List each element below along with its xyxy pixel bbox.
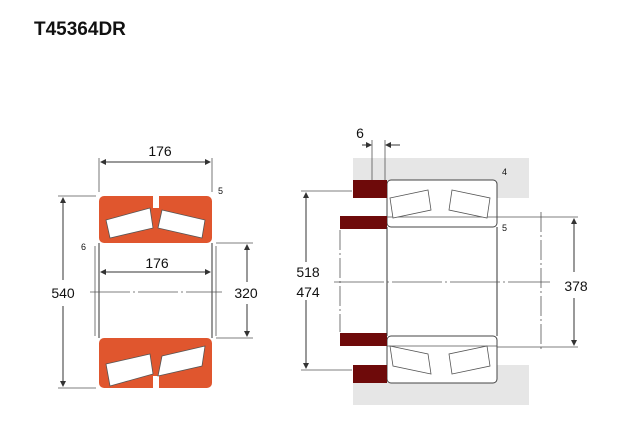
roller <box>157 345 206 377</box>
dim-outer-diameter: 540 <box>51 285 75 301</box>
label-4: 4 <box>502 167 507 177</box>
dim-shaft-diameter: 378 <box>564 278 588 294</box>
dim-housing-diameter-1: 518 <box>296 264 320 280</box>
dim-width-inner: 176 <box>145 255 169 271</box>
right-bearing-assembly <box>334 158 550 405</box>
roller <box>105 353 154 387</box>
dim-bore-diameter: 320 <box>234 285 258 301</box>
inner-spacer-top <box>340 216 387 229</box>
bearing-top <box>386 179 498 228</box>
dim-width-top: 176 <box>148 143 172 159</box>
outer-spacer-top <box>353 180 387 198</box>
label-5: 5 <box>218 186 223 196</box>
label-5-right: 5 <box>502 223 507 233</box>
part-number-title: T45364DR <box>34 19 126 40</box>
dim-housing-diameter-2: 474 <box>296 284 320 300</box>
roller <box>157 209 206 239</box>
label-6: 6 <box>81 242 86 252</box>
left-bearing-section <box>90 196 222 388</box>
inner-spacer-bottom <box>340 333 387 346</box>
roller <box>105 207 154 239</box>
bearing-bottom <box>386 335 498 384</box>
outer-spacer-bottom <box>353 365 387 383</box>
dim-spacer-width: 6 <box>356 125 364 141</box>
